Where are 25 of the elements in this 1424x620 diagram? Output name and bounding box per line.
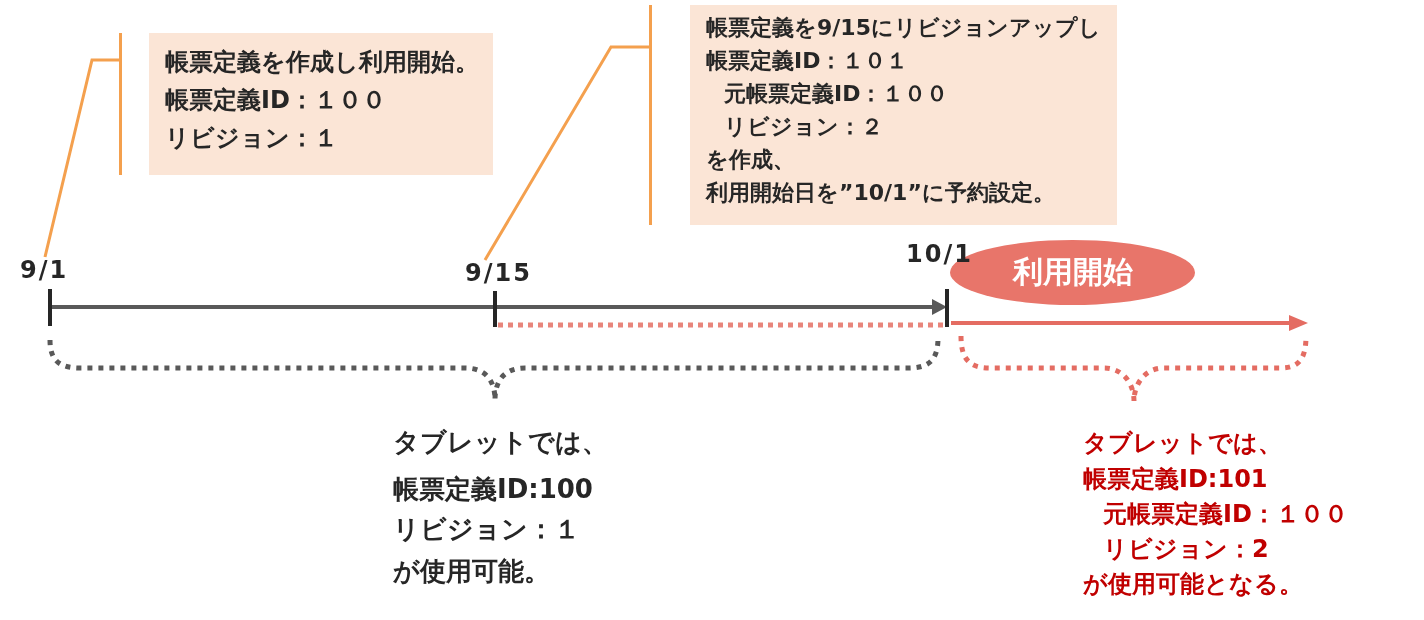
- note-text: リビジョン：2: [1103, 534, 1269, 565]
- callout-text: 帳票定義ID：１０１: [706, 47, 909, 75]
- callout-text: 帳票定義ID：１００: [165, 85, 386, 116]
- leader-line: [43, 58, 119, 258]
- callout-text: 元帳票定義ID：１００: [724, 80, 949, 108]
- callout-box: [119, 33, 493, 175]
- date-label: 9/15: [465, 260, 532, 286]
- note-text: タブレットでは、: [393, 426, 608, 459]
- note-text: 帳票定義ID:100: [393, 473, 593, 506]
- note-text: が使用可能となる。: [1083, 569, 1303, 600]
- callout-text: 帳票定義を9/15にリビジョンアップし: [706, 14, 1101, 42]
- note-text: が使用可能。: [393, 555, 550, 588]
- note-text: 帳票定義ID:101: [1083, 464, 1268, 495]
- callout-box: [649, 5, 1117, 225]
- callout-text: 帳票定義を作成し利用開始。: [165, 47, 479, 78]
- note-text: 元帳票定義ID：１００: [1103, 499, 1348, 530]
- callout-text: リビジョン：２: [724, 113, 883, 141]
- callout-text: を作成、: [706, 146, 795, 174]
- leader-line: [483, 45, 649, 261]
- note-text: タブレットでは、: [1083, 428, 1282, 459]
- date-label: 9/1: [20, 257, 69, 283]
- date-label: 10/1: [906, 239, 973, 270]
- callout-text: 利用開始日を”10/1”に予約設定。: [706, 179, 1055, 207]
- callout-text: リビジョン：１: [165, 123, 338, 154]
- note-text: リビジョン：１: [393, 513, 580, 546]
